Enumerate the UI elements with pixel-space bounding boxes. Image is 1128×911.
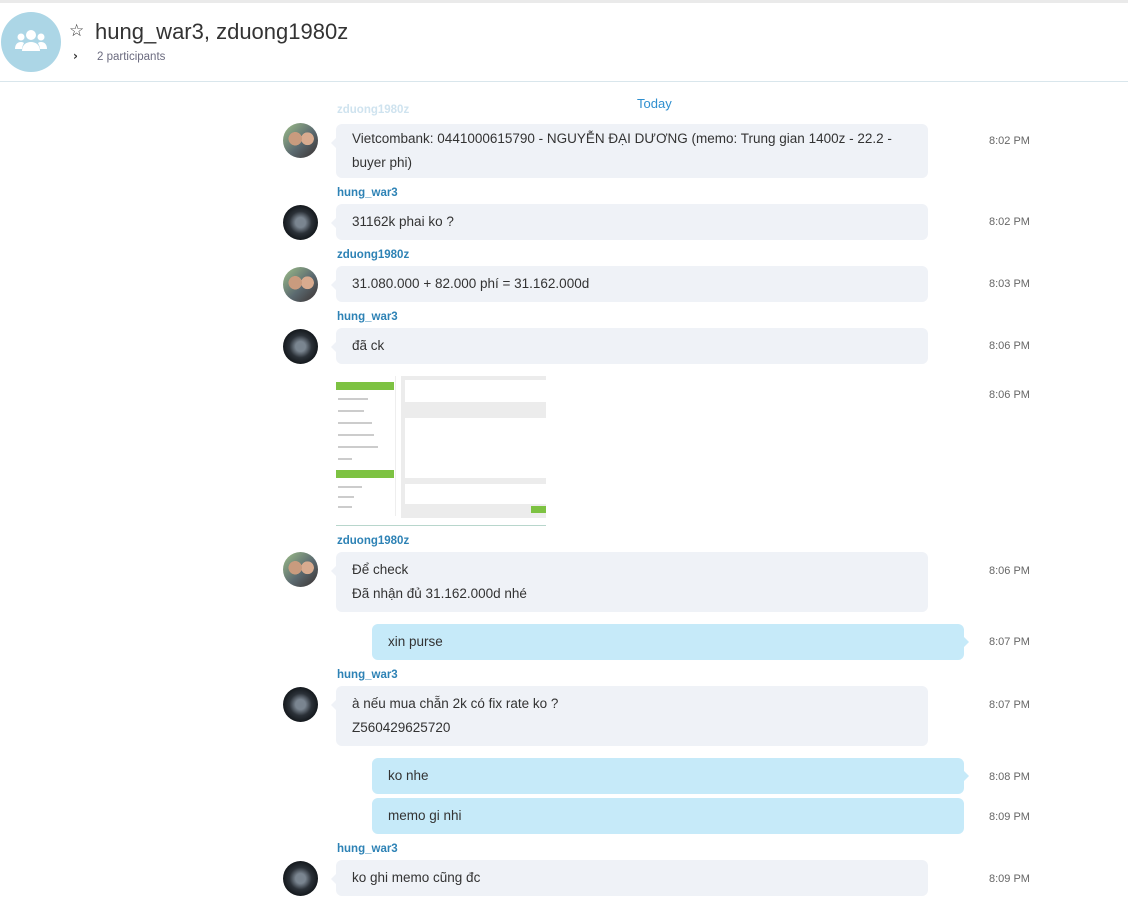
message-text: ko nhe bbox=[388, 768, 429, 783]
sender-name: zduong1980z bbox=[337, 535, 410, 547]
message-time: 8:09 PM bbox=[989, 873, 1030, 885]
message-text: memo gi nhi bbox=[388, 808, 462, 823]
message-time: 8:02 PM bbox=[989, 135, 1030, 147]
message-bubble-outgoing: ko nhe bbox=[372, 758, 969, 794]
message-text: Vietcombank: 0441000615790 - NGUYỄN ĐẠI … bbox=[352, 131, 892, 146]
message-bubble: 31162k phai ko ? bbox=[331, 204, 928, 240]
sender-name: hung_war3 bbox=[337, 843, 398, 855]
chevron-right-icon[interactable]: › bbox=[73, 49, 78, 63]
message-text: Đã nhận đủ 31.162.000d nhé bbox=[352, 586, 527, 601]
image-attachment[interactable] bbox=[336, 376, 546, 526]
message-text: 31.080.000 + 82.000 phí = 31.162.000d bbox=[352, 276, 590, 291]
message-bubble: Để check Đã nhận đủ 31.162.000d nhé bbox=[331, 552, 928, 612]
message-time: 8:06 PM bbox=[989, 389, 1030, 401]
message-text: Z560429625720 bbox=[352, 720, 451, 735]
message-text: buyer phi) bbox=[352, 155, 413, 170]
message-bubble-outgoing: xin purse bbox=[372, 624, 969, 660]
star-icon[interactable]: ☆ bbox=[69, 21, 85, 41]
participants-link[interactable]: 2 participants bbox=[97, 51, 166, 63]
sender-name: hung_war3 bbox=[337, 187, 398, 199]
message-bubble: 31.080.000 + 82.000 phí = 31.162.000d bbox=[331, 266, 928, 302]
avatar[interactable] bbox=[283, 329, 318, 364]
message-time: 8:07 PM bbox=[989, 699, 1030, 711]
avatar[interactable] bbox=[283, 205, 318, 240]
message-text: đã ck bbox=[352, 338, 385, 353]
message-bubble: Vietcombank: 0441000615790 - NGUYỄN ĐẠI … bbox=[331, 124, 928, 178]
avatar[interactable] bbox=[283, 861, 318, 896]
image-content bbox=[401, 376, 546, 518]
message-text: Để check bbox=[352, 562, 409, 577]
image-sidebar bbox=[336, 376, 396, 516]
message-time: 8:09 PM bbox=[989, 811, 1030, 823]
message-bubble: à nếu mua chẵn 2k có fix rate ko ? Z5604… bbox=[331, 686, 928, 746]
conversation-title: hung_war3, zduong1980z bbox=[95, 19, 349, 44]
date-divider: Today bbox=[637, 96, 672, 111]
message-time: 8:06 PM bbox=[989, 565, 1030, 577]
window-top-bar bbox=[0, 0, 1128, 3]
sender-name: zduong1980z bbox=[337, 249, 410, 261]
message-text: xin purse bbox=[388, 634, 443, 649]
conversation-header: ☆ hung_war3, zduong1980z › 2 participant… bbox=[0, 3, 1128, 82]
avatar[interactable] bbox=[283, 267, 318, 302]
message-time: 8:06 PM bbox=[989, 340, 1030, 352]
sender-name: zduong1980z bbox=[337, 104, 410, 116]
sender-name: hung_war3 bbox=[337, 669, 398, 681]
message-time: 8:08 PM bbox=[989, 771, 1030, 783]
avatar[interactable] bbox=[283, 687, 318, 722]
message-time: 8:02 PM bbox=[989, 216, 1030, 228]
message-bubble: đã ck bbox=[331, 328, 928, 364]
avatar[interactable] bbox=[283, 552, 318, 587]
message-bubble: ko ghi memo cũng đc bbox=[331, 860, 928, 896]
message-time: 8:07 PM bbox=[989, 636, 1030, 648]
message-time: 8:03 PM bbox=[989, 278, 1030, 290]
message-text: ko ghi memo cũng đc bbox=[352, 870, 481, 885]
group-avatar[interactable] bbox=[1, 12, 61, 72]
message-text: à nếu mua chẵn 2k có fix rate ko ? bbox=[352, 696, 559, 711]
sender-name: hung_war3 bbox=[337, 311, 398, 323]
message-bubble-outgoing: memo gi nhi bbox=[372, 798, 964, 834]
message-text: 31162k phai ko ? bbox=[352, 214, 454, 229]
group-icon bbox=[15, 30, 47, 51]
avatar[interactable] bbox=[283, 123, 318, 158]
